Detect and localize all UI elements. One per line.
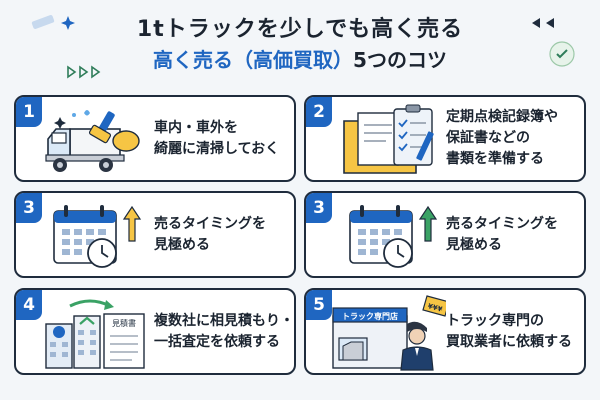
tip-number: 5	[306, 290, 332, 320]
tip-text-line: 定期点検記録簿や	[446, 109, 558, 125]
tip-text: 売るタイミングを 見極める	[154, 193, 294, 276]
documents-folder-icon	[343, 104, 434, 174]
badge-decoration-icon	[549, 41, 575, 67]
title-accent: 高く売る（高価買取）	[153, 48, 354, 72]
tip-number: 3	[306, 193, 332, 223]
price-tag-label: ¥¥¥	[427, 302, 443, 314]
sparkle-decoration-icon	[31, 15, 75, 30]
tip-number: 2	[306, 97, 332, 127]
page-title: 1tトラックを少しでも高く売る 高く売る（高価買取）5つのコツ	[0, 16, 600, 74]
tip-text: トラック専門の 買取業者に依頼する	[446, 290, 584, 373]
tip-text: 定期点検記録簿や 保証書などの 書類を準備する	[446, 97, 584, 180]
truck-shop-icon: トラック専門店 ¥¥¥	[332, 295, 446, 371]
tip-number: 1	[16, 97, 42, 127]
tip-text: 複数社に相見積もり・ 一括査定を依頼する	[154, 290, 294, 373]
tip-text-line: 見極める	[446, 236, 502, 253]
title-line-1: 1tトラックを少しでも高く売る	[136, 17, 464, 42]
tip-text-line: 保証書などの	[446, 130, 530, 146]
tip-card-2: 2 定期点検記録簿や 保証書などの 書類を準備する	[304, 95, 586, 182]
tip-text-line: 一括査定を依頼する	[154, 333, 280, 350]
tip-text-line: 売るタイミングを	[154, 215, 266, 232]
tip-text-line: トラック専門の	[446, 312, 544, 329]
tip-text-line: 複数社に相見積もり・	[154, 312, 294, 329]
tip-card-3-duplicate: 3 売るタイミングを 見極める	[304, 191, 586, 278]
tip-card-4: 4 見積書 複数社に相見積もり・ 一括査定を依頼する	[14, 288, 296, 375]
tip-text-line: 書類を準備する	[446, 151, 544, 167]
calendar-clock-icon	[53, 205, 142, 268]
tip-number: 4	[16, 290, 42, 320]
tip-card-3: 3 売るタイミングを 見極める	[14, 191, 296, 278]
tip-number: 3	[16, 193, 42, 223]
tip-text-line: 綺麗に清掃しておく	[154, 140, 280, 157]
quote-document-label: 見積書	[112, 318, 136, 328]
title-rest: 5つのコツ	[353, 48, 447, 72]
tip-text-line: 買取業者に依頼する	[446, 333, 572, 350]
compare-buildings-icon: 見積書	[45, 299, 145, 369]
tip-text-line: 売るタイミングを	[446, 215, 558, 232]
arrows-decoration-icon	[67, 65, 101, 79]
tip-text-line: 見極める	[154, 236, 210, 253]
calendar-clock-icon	[349, 205, 438, 268]
tip-text-line: 車内・車外を	[154, 119, 238, 136]
title-line-2: 高く売る（高価買取）5つのコツ	[0, 46, 600, 74]
tip-text: 売るタイミングを 見極める	[446, 193, 584, 276]
truck-shop-sign: トラック専門店	[342, 311, 398, 321]
tip-card-5: 5 トラック専門店 ¥¥¥ トラック専門の 買取業者に依頼する	[304, 288, 586, 375]
tip-text: 車内・車外を 綺麗に清掃しておく	[154, 97, 294, 180]
tip-card-1: 1 車内・車外を 綺麗に清掃しておく	[14, 95, 296, 182]
truck-cleaning-icon	[45, 110, 140, 172]
arrows-decoration-icon	[532, 18, 554, 28]
